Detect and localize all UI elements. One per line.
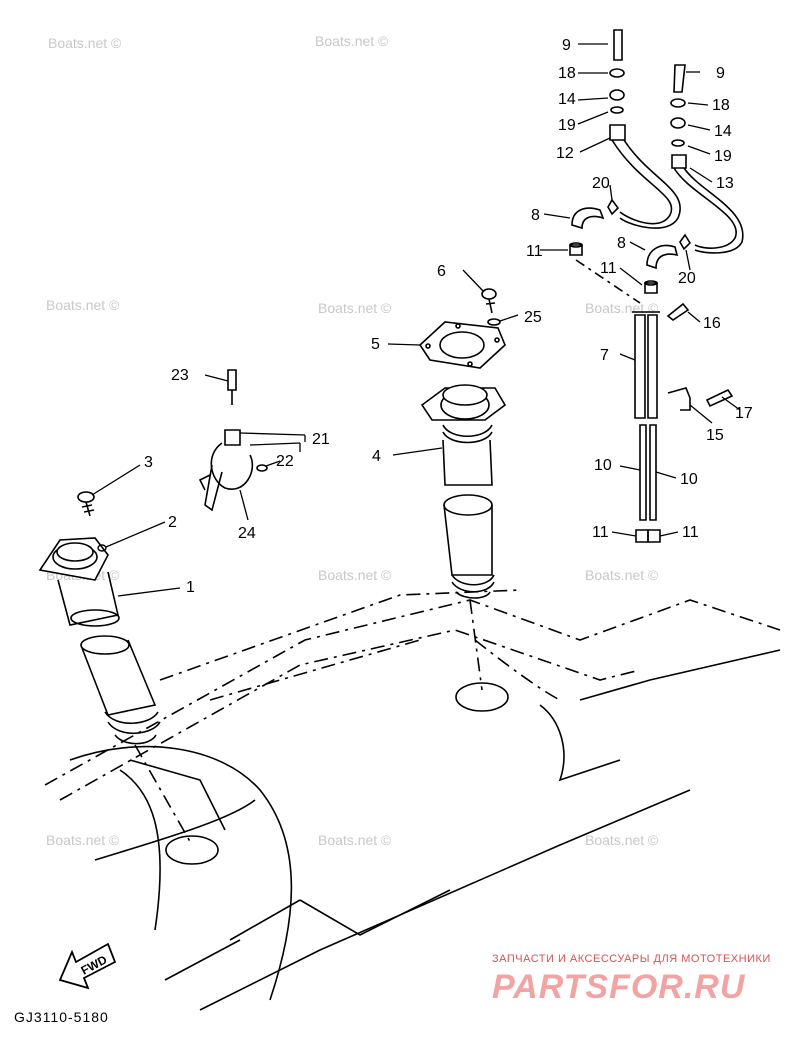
callout-label: 5 xyxy=(371,336,380,353)
brand-name: PARTSFOR.RU xyxy=(492,968,746,1006)
watermark: Boats.net © xyxy=(318,300,392,316)
callout-label: 11 xyxy=(526,243,543,260)
callout-label: 2 xyxy=(168,514,177,531)
washer-icon xyxy=(97,544,107,552)
watermark: Boats.net © xyxy=(585,567,659,583)
brand-tagline: ЗАПЧАСТИ И АКСЕССУАРЫ ДЛЯ МОТОТЕХНИКИ xyxy=(492,953,771,965)
brand-logo: ЗАПЧАСТИ И АКСЕССУАРЫ ДЛЯ МОТОТЕХНИКИ PA… xyxy=(492,953,771,1006)
watermark: Boats.net © xyxy=(315,33,389,49)
callout-label: 3 xyxy=(144,454,153,471)
watermark: Boats.net © xyxy=(318,832,392,848)
vent-pipe-left xyxy=(38,537,193,846)
callout-label: 19 xyxy=(558,117,576,134)
callout-label: 14 xyxy=(714,123,732,140)
callout-label: 10 xyxy=(680,471,698,488)
callout-label: 20 xyxy=(678,270,696,287)
watermark: Boats.net © xyxy=(318,567,392,583)
callout-label: 18 xyxy=(558,65,576,82)
callout-label: 20 xyxy=(592,175,610,192)
callout-label: 14 xyxy=(558,91,576,108)
callout-label: 15 xyxy=(706,427,724,444)
diagram-code: GJ3110-5180 xyxy=(14,1009,109,1025)
watermark: Boats.net © xyxy=(585,300,659,316)
callout-label: 10 xyxy=(594,457,612,474)
callout-labels: 1 2 3 4 5 6 7 8 8 9 9 10 10 11 11 11 11 … xyxy=(144,37,753,596)
callout-label: 23 xyxy=(171,367,189,384)
callout-label: 12 xyxy=(556,145,574,162)
callout-label: 13 xyxy=(716,175,734,192)
hull-outline xyxy=(44,589,781,1011)
callout-label: 25 xyxy=(524,309,542,326)
clamp-assembly xyxy=(198,369,268,512)
watermark: Boats.net © xyxy=(585,832,659,848)
watermark: Boats.net © xyxy=(46,297,120,313)
callout-label: 4 xyxy=(372,448,381,465)
callout-label: 1 xyxy=(186,579,195,596)
leader-lines xyxy=(91,43,741,597)
watermark: Boats.net © xyxy=(46,832,120,848)
callout-label: 9 xyxy=(562,37,571,54)
gasket-icon xyxy=(418,321,506,369)
tube-assembly-right xyxy=(569,29,744,543)
screw-washer-icon xyxy=(481,288,501,326)
watermarks: Boats.net © Boats.net © Boats.net © Boat… xyxy=(46,33,659,848)
callout-label: 18 xyxy=(712,97,730,114)
deck-opening-rear xyxy=(455,682,509,712)
callout-label: 19 xyxy=(714,148,732,165)
callout-label: 11 xyxy=(682,524,699,541)
callout-label: 16 xyxy=(703,315,721,332)
callout-label: 6 xyxy=(437,263,446,280)
screw-icon xyxy=(77,491,95,517)
callout-label: 9 xyxy=(716,65,725,82)
fwd-arrow-icon: FWD xyxy=(58,942,117,990)
callout-label: 24 xyxy=(238,525,256,542)
callout-label: 7 xyxy=(600,347,609,364)
deck-opening-front xyxy=(165,835,219,865)
callout-label: 8 xyxy=(617,235,626,252)
callout-label: 22 xyxy=(276,453,294,470)
callout-label: 8 xyxy=(531,207,540,224)
callout-label: 21 xyxy=(312,431,330,448)
vent-pipe-center xyxy=(420,384,507,691)
callout-label: 11 xyxy=(600,260,617,277)
watermark: Boats.net © xyxy=(48,35,122,51)
callout-label: 11 xyxy=(592,524,609,541)
callout-label: 17 xyxy=(735,405,753,422)
